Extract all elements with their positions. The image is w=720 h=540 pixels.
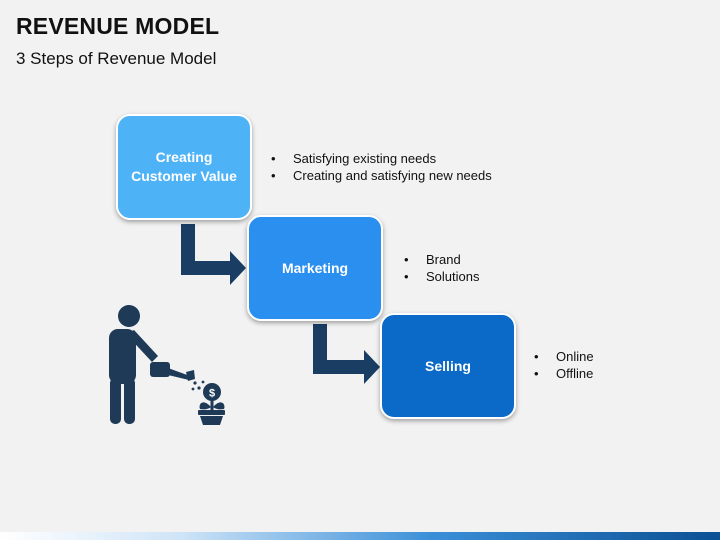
list-item: Brand [403,251,479,268]
water-drops-icon [191,380,205,391]
person-body-icon [109,329,136,384]
coin-symbol: $ [209,388,215,400]
list-item: Solutions [403,268,479,285]
step-box-selling: Selling [380,313,516,419]
money-plant-icon: $ [198,383,225,425]
step-box-marketing: Marketing [247,215,383,321]
footer-accent-bar [0,532,720,540]
watering-can-icon [150,362,195,381]
step-3-bullet-list: Online Offline [533,348,594,382]
list-item: Online [533,348,594,365]
step-2-bullet-list: Brand Solutions [403,251,479,285]
list-item: Satisfying existing needs [270,150,492,167]
list-item: Offline [533,365,594,382]
step-label: Selling [425,357,471,374]
page-subtitle: 3 Steps of Revenue Model [16,49,217,68]
person-head-icon [118,305,140,327]
list-item: Creating and satisfying new needs [270,167,492,184]
page-title: REVENUE MODEL [16,13,220,39]
step-box-creating-customer-value: Creating Customer Value [116,114,252,220]
step-label: Marketing [281,259,349,276]
connector-arrow-2 [313,324,380,384]
connector-arrow-1 [181,224,246,285]
step-1-bullet-list: Satisfying existing needs Creating and s… [270,150,492,184]
step-label: Creating Customer Value [131,149,237,184]
